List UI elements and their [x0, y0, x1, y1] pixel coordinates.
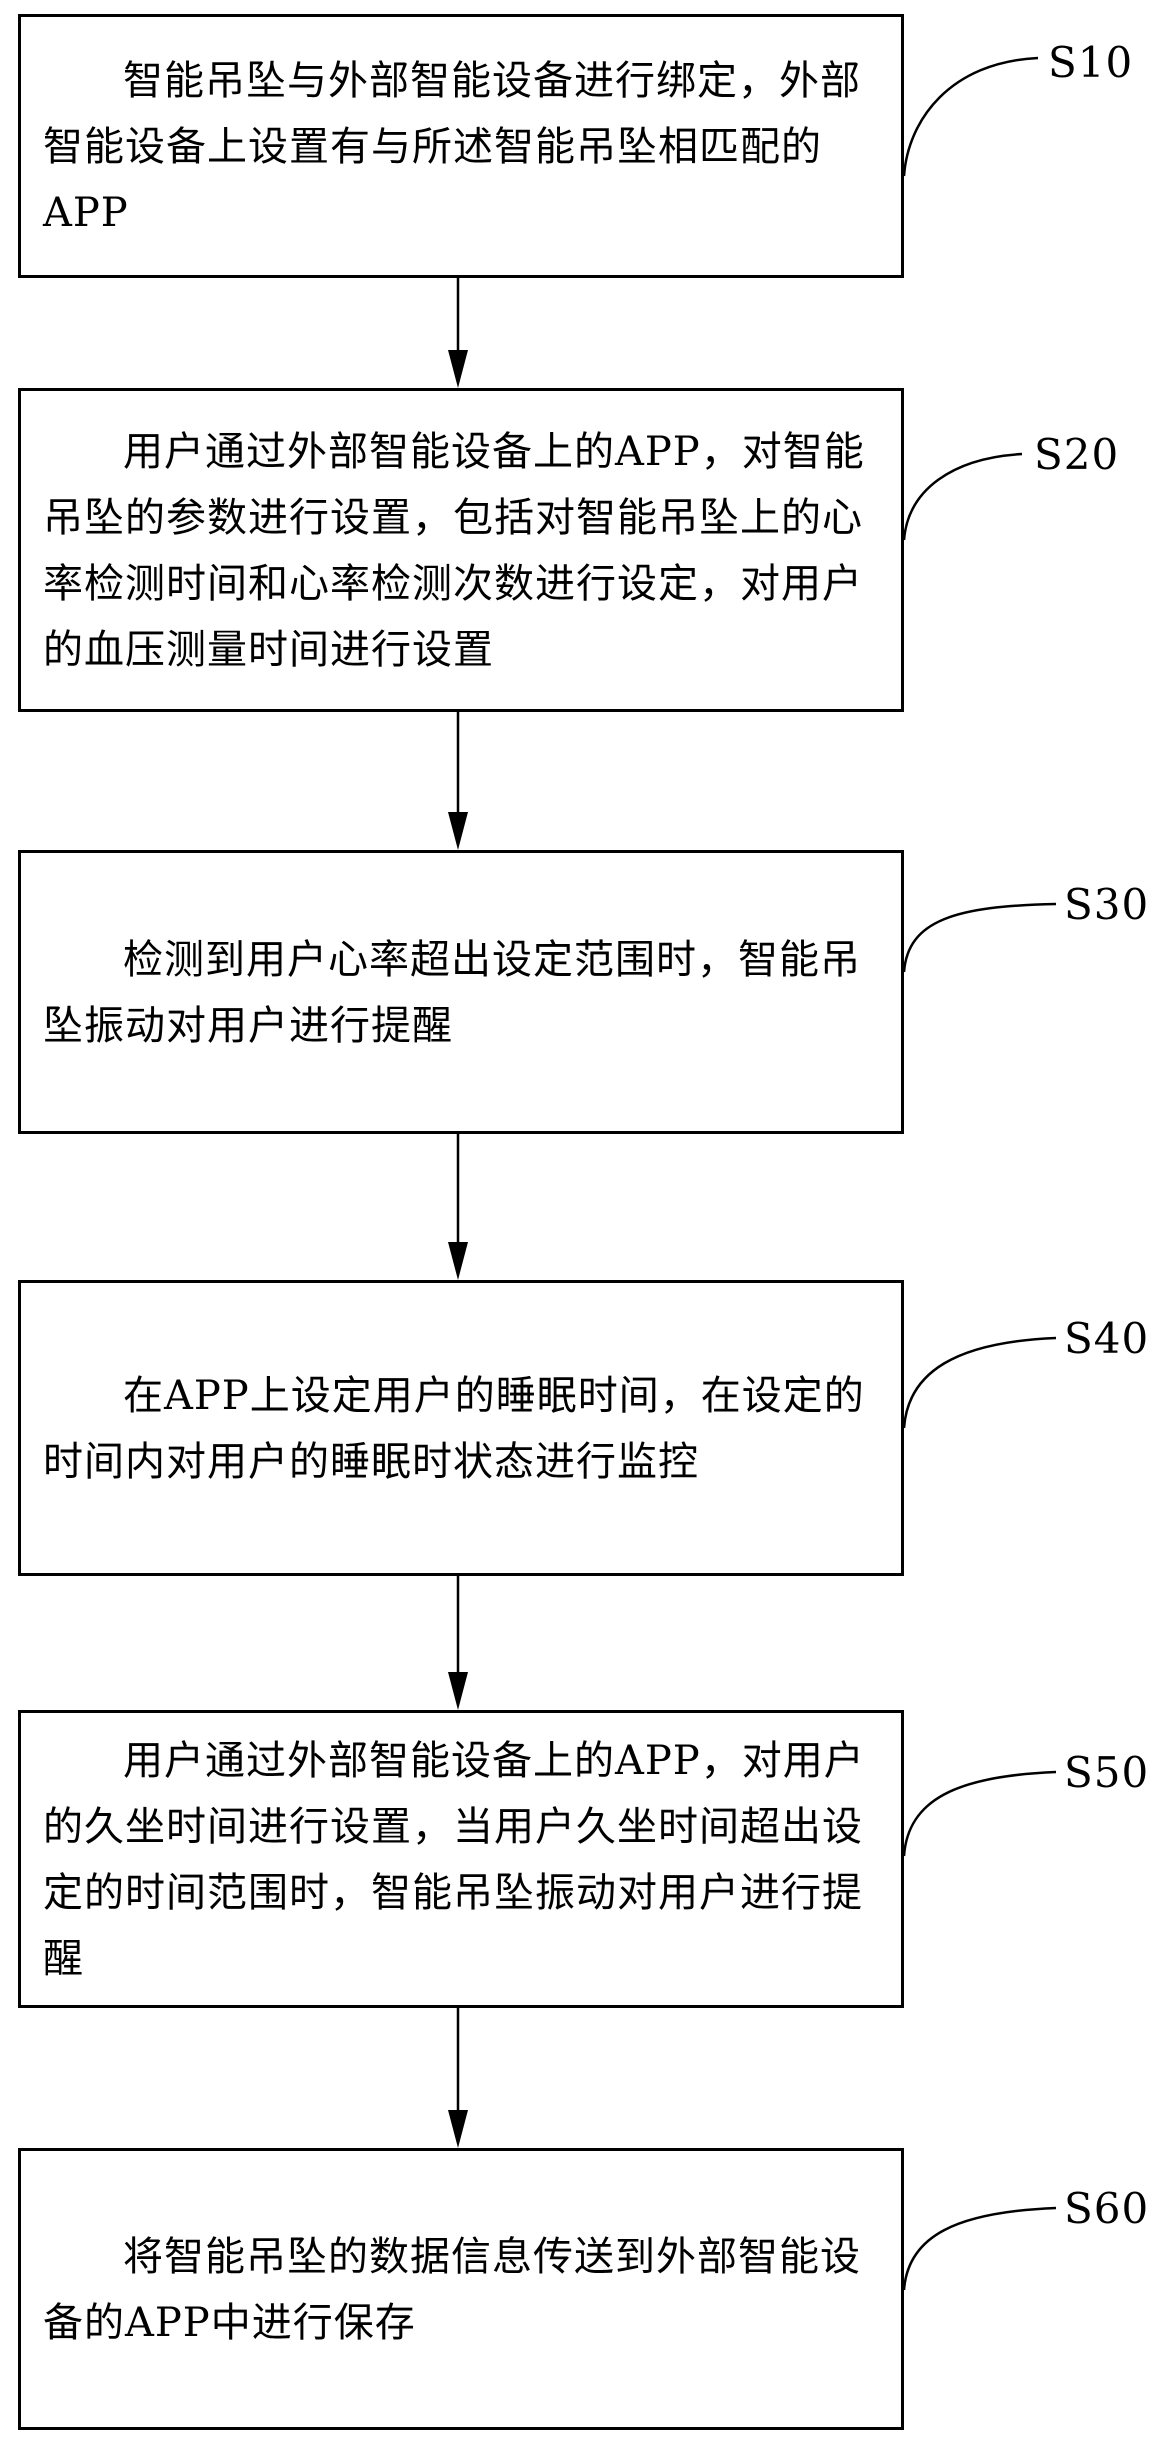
step-text-s40: 在APP上设定用户的睡眠时间，在设定的时间内对用户的睡眠时状态进行监控: [43, 1363, 873, 1495]
leader-curve-s60: [904, 2208, 1056, 2290]
step-box-s20: 用户通过外部智能设备上的APP，对智能吊坠的参数进行设置，包括对智能吊坠上的心率…: [18, 388, 904, 712]
flow-arrow-s30-s40: [448, 1134, 468, 1280]
step-box-s40: 在APP上设定用户的睡眠时间，在设定的时间内对用户的睡眠时状态进行监控: [18, 1280, 904, 1576]
step-box-s50: 用户通过外部智能设备上的APP，对用户的久坐时间进行设置，当用户久坐时间超出设定…: [18, 1710, 904, 2008]
step-label-s20: S20: [1034, 430, 1119, 479]
step-label-s10: S10: [1048, 38, 1133, 87]
leader-curve-s30: [904, 904, 1056, 972]
leader-curve-s40: [904, 1338, 1056, 1428]
step-label-s40: S40: [1064, 1314, 1149, 1363]
step-text-s60: 将智能吊坠的数据信息传送到外部智能设备的APP中进行保存: [43, 2224, 873, 2356]
step-text-s30: 检测到用户心率超出设定范围时，智能吊坠振动对用户进行提醒: [43, 927, 873, 1059]
flow-arrow-s20-s30: [448, 712, 468, 850]
step-label-s50: S50: [1064, 1748, 1149, 1797]
step-box-s30: 检测到用户心率超出设定范围时，智能吊坠振动对用户进行提醒: [18, 850, 904, 1134]
step-box-s10: 智能吊坠与外部智能设备进行绑定，外部智能设备上设置有与所述智能吊坠相匹配的APP: [18, 14, 904, 278]
step-text-s50: 用户通过外部智能设备上的APP，对用户的久坐时间进行设置，当用户久坐时间超出设定…: [43, 1728, 873, 1992]
leader-curve-s50: [904, 1772, 1056, 1856]
step-text-s10: 智能吊坠与外部智能设备进行绑定，外部智能设备上设置有与所述智能吊坠相匹配的APP: [43, 48, 873, 246]
step-label-s60: S60: [1064, 2184, 1149, 2233]
step-box-s60: 将智能吊坠的数据信息传送到外部智能设备的APP中进行保存: [18, 2148, 904, 2430]
leader-curve-s20: [904, 454, 1022, 540]
step-label-s30: S30: [1064, 880, 1149, 929]
flow-arrow-s10-s20: [448, 278, 468, 388]
leader-curve-s10: [904, 58, 1038, 176]
flow-arrow-s50-s60: [448, 2008, 468, 2148]
step-text-s20: 用户通过外部智能设备上的APP，对智能吊坠的参数进行设置，包括对智能吊坠上的心率…: [43, 419, 873, 683]
flow-arrow-s40-s50: [448, 1576, 468, 1710]
